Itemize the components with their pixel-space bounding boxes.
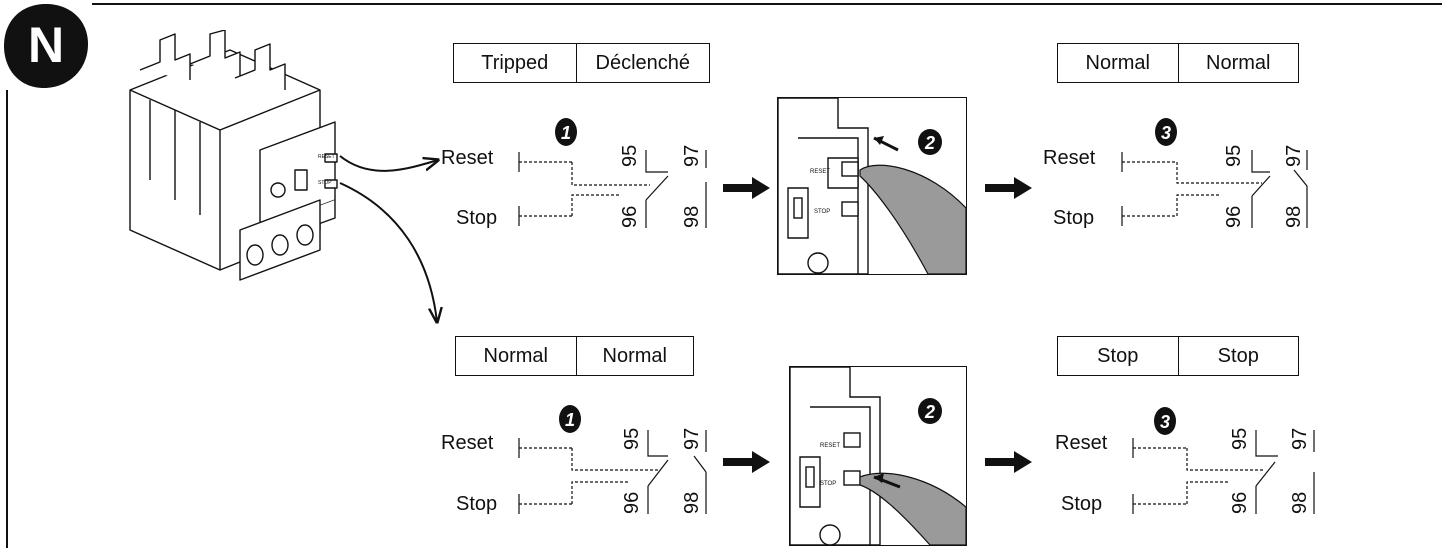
contact-96: 96 — [1223, 206, 1245, 228]
state-label-en: Tripped — [481, 51, 549, 74]
relay-stop-label: STOP — [318, 180, 332, 186]
step-number: 2 — [924, 133, 935, 153]
contact-97: 97 — [1283, 145, 1305, 167]
contact-97: 97 — [1289, 428, 1311, 450]
contact-96: 96 — [619, 206, 641, 228]
reset-label: Reset — [441, 147, 494, 169]
state-label-fr: Normal — [575, 337, 694, 375]
contact-98: 98 — [681, 206, 703, 228]
contact-98: 98 — [681, 492, 703, 514]
step-number: 1 — [565, 410, 575, 430]
contact-98: 98 — [1283, 206, 1305, 228]
state-label-fr: Déclenché — [575, 44, 709, 82]
state-box-normal-after: Normal Normal — [1057, 43, 1299, 83]
step-badge-3: 3 — [1155, 118, 1177, 146]
badge-letter: N — [28, 17, 64, 73]
state-label-en: Normal — [1085, 51, 1150, 74]
state-box-tripped: Tripped Déclenché — [453, 43, 710, 83]
state-label-en: Normal — [483, 344, 548, 367]
section-badge: N — [4, 4, 88, 88]
flow-arrow-right — [985, 177, 1032, 199]
frame-left-border — [6, 90, 8, 548]
state-box-normal-before: Normal Normal — [455, 336, 694, 376]
reset-label: Reset — [441, 432, 494, 454]
state-label-fr: Normal — [1177, 44, 1299, 82]
stop-label: Stop — [456, 207, 498, 229]
stop-label: Stop — [1053, 207, 1095, 229]
step-badge-1: 1 — [555, 118, 577, 146]
stop-label: Stop — [1061, 493, 1103, 515]
arrow-to-row1 — [339, 155, 438, 172]
state-label-fr: Stop — [1177, 337, 1299, 375]
contact-97: 97 — [681, 145, 703, 167]
photo-reset-label: RESET — [810, 169, 830, 175]
step-badge-2 — [918, 129, 942, 155]
stop-label: Stop — [456, 493, 498, 515]
relay-reset-label: RESET — [318, 154, 335, 160]
finger — [859, 164, 966, 274]
reset-label: Reset — [1043, 147, 1096, 169]
step-number: 3 — [1161, 123, 1171, 143]
finger — [859, 472, 966, 545]
flow-arrow-right — [985, 451, 1032, 473]
reset-label: Reset — [1055, 432, 1108, 454]
state-box-stop: Stop Stop — [1057, 336, 1299, 376]
step-badge-3: 3 — [1154, 407, 1176, 435]
contact-97: 97 — [681, 428, 703, 450]
step-number: 3 — [1160, 412, 1170, 432]
photo-press-stop: RESET STOP 2 — [789, 366, 967, 546]
contact-95: 95 — [621, 428, 643, 450]
contact-95: 95 — [1223, 145, 1245, 167]
contact-96: 96 — [621, 492, 643, 514]
photo-reset-label: RESET — [820, 443, 840, 449]
contact-95: 95 — [619, 145, 641, 167]
contact-96: 96 — [1229, 492, 1251, 514]
frame-top-border — [92, 3, 1442, 5]
photo-stop-label: STOP — [820, 481, 836, 487]
contact-98: 98 — [1289, 492, 1311, 514]
photo-press-reset: RESET STOP 2 — [777, 97, 967, 275]
overload-relay-illustration: RESET STOP — [129, 30, 338, 281]
flow-arrow-right — [723, 177, 770, 199]
flow-arrow-right — [723, 451, 770, 473]
step-badge-2 — [918, 398, 942, 424]
step-number: 1 — [561, 123, 571, 143]
state-label-en: Stop — [1097, 344, 1139, 367]
step-number: 2 — [924, 402, 935, 422]
contact-95: 95 — [1229, 428, 1251, 450]
arrow-to-row2 — [339, 182, 437, 322]
step-badge-1: 1 — [559, 405, 581, 433]
photo-stop-label: STOP — [814, 209, 830, 215]
